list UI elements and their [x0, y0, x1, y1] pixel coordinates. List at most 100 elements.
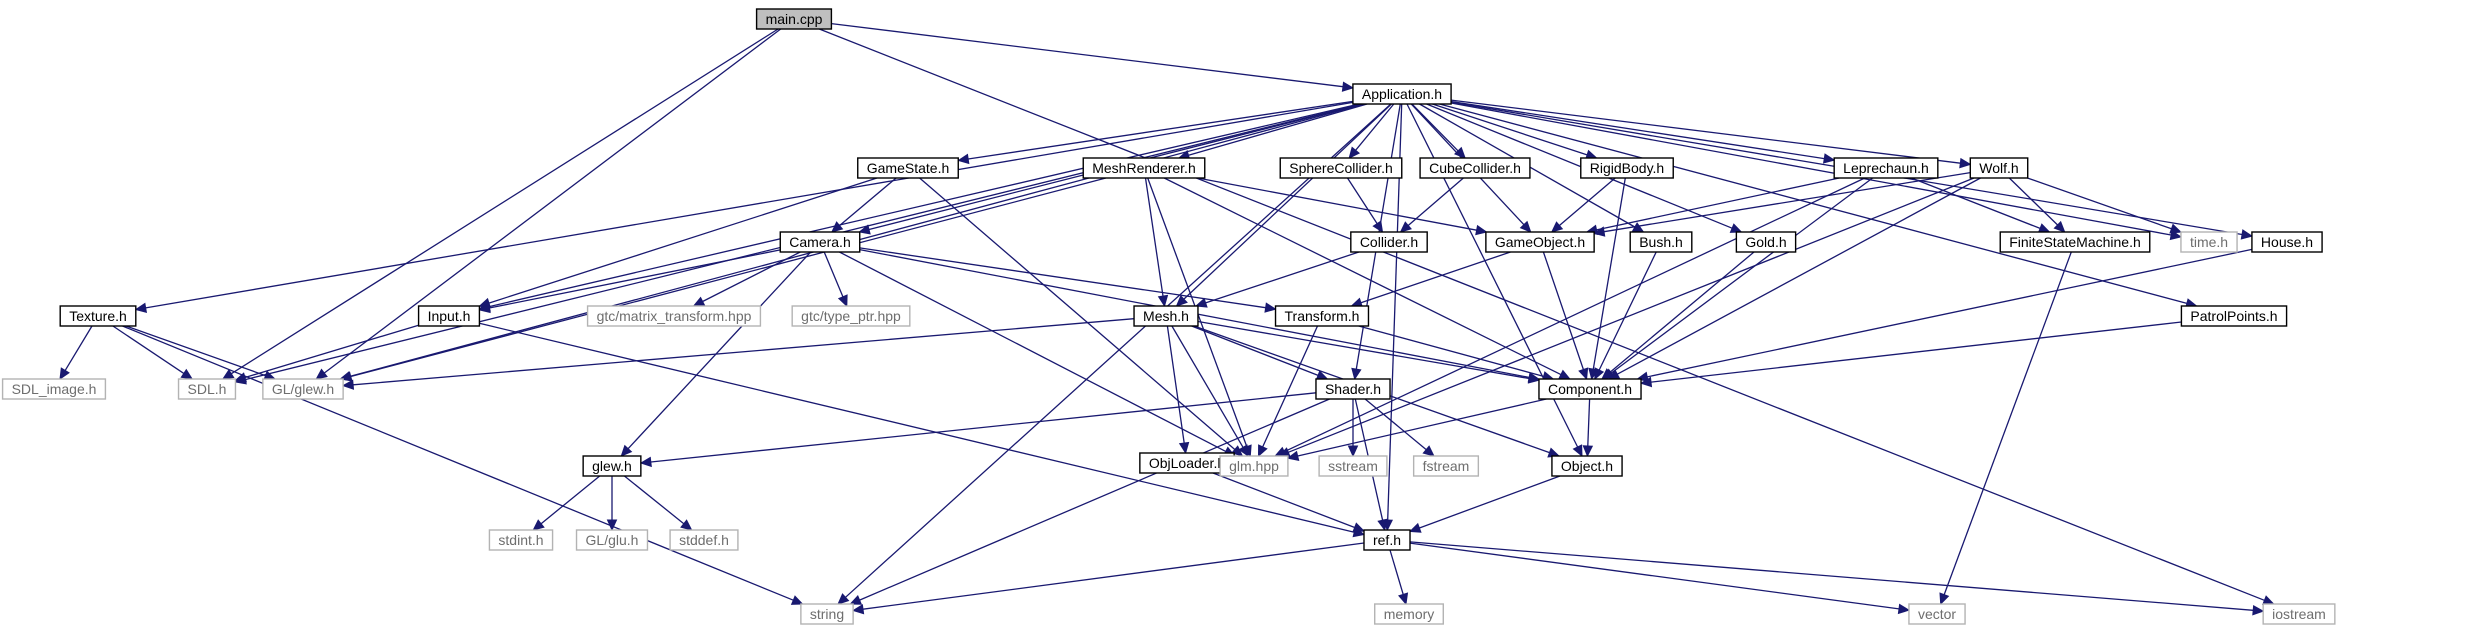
node-label: Shader.h [1325, 381, 1381, 397]
edge-app-to-string [837, 103, 1392, 605]
edge-arrowhead [2037, 223, 2051, 234]
node-app[interactable]: Application.h [1352, 83, 1452, 105]
edge-arrowhead [478, 302, 491, 314]
node-label: vector [1918, 606, 1956, 622]
edge-arrowhead [2262, 595, 2275, 606]
node-box [1999, 231, 2151, 253]
edge-arrowhead [1475, 224, 1488, 236]
node-gameobject[interactable]: GameObject.h [1485, 231, 1595, 253]
edge-line [489, 103, 1360, 308]
edge-arrowhead [1347, 445, 1359, 458]
node-mesh[interactable]: Mesh.h [1133, 305, 1199, 327]
edge-line [1188, 103, 1368, 156]
edge-arrowhead [620, 444, 633, 457]
node-label: GameObject.h [1495, 234, 1585, 250]
edge-app-to-input [478, 103, 1360, 312]
node-input[interactable]: Input.h [417, 305, 481, 327]
edge-line [1389, 549, 1404, 595]
edge-line [1411, 103, 1459, 152]
edge-line [839, 251, 1226, 452]
node-label: memory [1384, 606, 1435, 622]
edge-objloader-to-ref [1212, 472, 1366, 533]
edge-main-to-iostream [819, 28, 2275, 606]
edge-meshrenderer-to-gameobject [1197, 177, 1488, 236]
edge-arrowhead [221, 368, 235, 380]
node-memory: memory [1374, 603, 1444, 625]
node-fsm[interactable]: FiniteStateMachine.h [1999, 231, 2151, 253]
edge-line [1212, 472, 1355, 529]
edge-gamestate-to-camera [830, 177, 897, 233]
edge-bush-to-component [1594, 251, 1657, 381]
node-object[interactable]: Object.h [1551, 455, 1623, 477]
edge-arrowhead [1238, 444, 1249, 458]
node-shader[interactable]: Shader.h [1315, 378, 1391, 400]
edge-arrowhead [1408, 522, 1422, 533]
node-label: gtc/matrix_transform.hpp [597, 308, 752, 324]
node-string: string [800, 603, 854, 625]
edge-arrowhead [532, 519, 545, 531]
node-ref[interactable]: ref.h [1363, 529, 1411, 551]
node-gamestate[interactable]: GameState.h [857, 157, 959, 179]
node-glglu: GL/glu.h [575, 529, 649, 551]
edge-arrowhead [1377, 518, 1388, 532]
node-box [1969, 157, 2029, 179]
edge-line [1355, 103, 1395, 151]
node-label: ObjLoader.h [1149, 455, 1225, 471]
node-gold[interactable]: Gold.h [1735, 231, 1797, 253]
node-camera[interactable]: Camera.h [779, 231, 861, 253]
node-box [1551, 455, 1623, 477]
node-objloader[interactable]: ObjLoader.h [1139, 452, 1235, 474]
node-main[interactable]: main.cpp [755, 8, 833, 30]
node-box [177, 378, 237, 400]
node-meshrenderer[interactable]: MeshRenderer.h [1082, 157, 1206, 179]
edge-line [623, 475, 685, 525]
edge-rigidbody-to-gameobject [1550, 177, 1616, 233]
node-component[interactable]: Component.h [1538, 378, 1642, 400]
edge-arrowhead [957, 153, 970, 165]
node-label: RigidBody.h [1590, 160, 1664, 176]
node-wolf[interactable]: Wolf.h [1969, 157, 2029, 179]
edge-app-to-wolf [1451, 99, 1972, 169]
edge-leprechaun-to-gameobject [1585, 177, 1840, 235]
node-patrol[interactable]: PatrolPoints.h [2180, 305, 2288, 327]
node-label: Wolf.h [1979, 160, 2018, 176]
edge-line [831, 22, 1344, 88]
node-transform[interactable]: Transform.h [1274, 305, 1370, 327]
edge-arrowhead [1422, 445, 1435, 457]
edge-arrowhead [180, 368, 194, 380]
edge-line [1297, 398, 1547, 457]
node-glew[interactable]: glew.h [582, 455, 642, 477]
node-box [2180, 305, 2288, 327]
node-cubecol[interactable]: CubeCollider.h [1419, 157, 1531, 179]
edge-arrowhead [234, 372, 248, 383]
node-spherecol[interactable]: SphereCollider.h [1279, 157, 1403, 179]
node-collider[interactable]: Collider.h [1350, 231, 1428, 253]
edge-line [64, 325, 93, 371]
node-label: Transform.h [1285, 308, 1360, 324]
node-bush[interactable]: Bush.h [1629, 231, 1693, 253]
edge-line [1284, 177, 1866, 453]
node-rigidbody[interactable]: RigidBody.h [1580, 157, 1674, 179]
edge-transform-to-glm [1257, 325, 1319, 458]
node-label: PatrolPoints.h [2190, 308, 2277, 324]
node-box [1419, 157, 1531, 179]
node-house[interactable]: House.h [2251, 231, 2323, 253]
edge-line [1197, 320, 1530, 380]
node-label: House.h [2261, 234, 2313, 250]
node-label: Gold.h [1745, 234, 1786, 250]
edge-line [1609, 251, 1755, 374]
node-texture[interactable]: Texture.h [59, 305, 137, 327]
edge-wolf-to-fsm [2008, 177, 2066, 233]
edge-arrowhead [1178, 441, 1190, 455]
edge-arrowhead [1639, 376, 1653, 388]
edge-line [1450, 102, 2172, 236]
edge-arrowhead [1157, 294, 1169, 308]
node-label: Leprechaun.h [1843, 160, 1929, 176]
node-box [2262, 603, 2336, 625]
edge-line [1144, 177, 1164, 297]
node-leprechaun[interactable]: Leprechaun.h [1833, 157, 1939, 179]
node-label: SphereCollider.h [1289, 160, 1393, 176]
edge-arrowhead [837, 593, 850, 605]
edge-line [1346, 177, 1378, 224]
node-label: GL/glu.h [586, 532, 639, 548]
